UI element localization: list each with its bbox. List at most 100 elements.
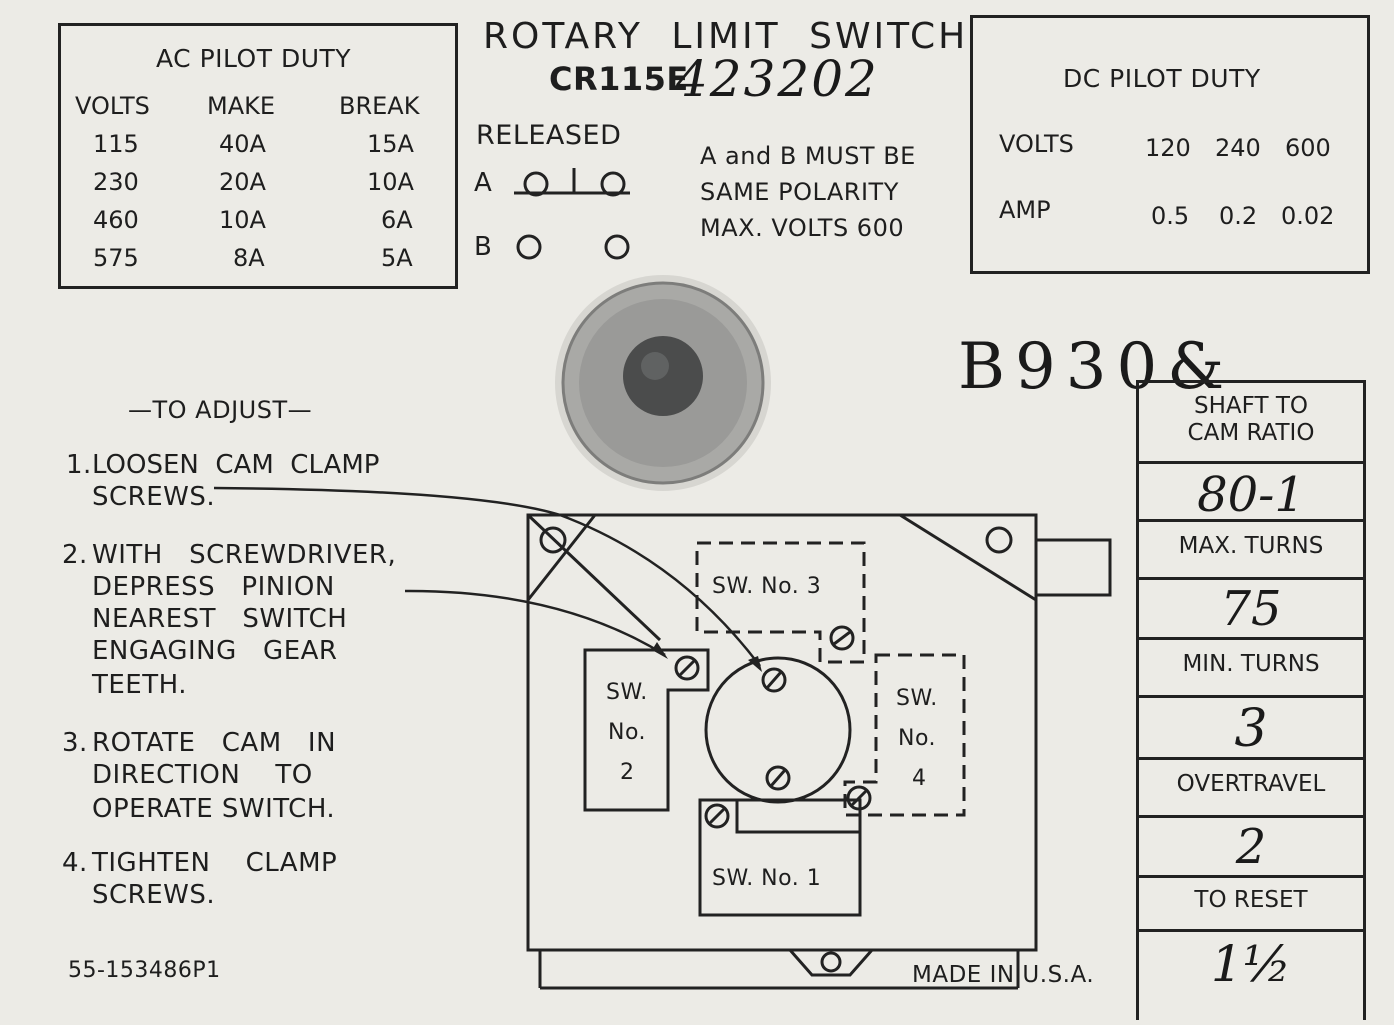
switch-2-label: 2 xyxy=(620,760,635,785)
dc-amp-value: 0.5 xyxy=(1151,202,1190,230)
dc-amp-label: AMP xyxy=(999,196,1051,224)
screw-icon xyxy=(829,625,855,651)
switch-1-label: SW. No. 1 xyxy=(712,866,822,891)
ac-row-volts: 230 xyxy=(93,168,139,196)
step-number: 1. xyxy=(66,450,92,480)
screw-icon xyxy=(674,655,700,681)
to-reset-label: TO RESET xyxy=(1194,887,1308,913)
step-line: NEAREST SWITCH xyxy=(92,604,348,634)
polarity-note-line: A and B MUST BE xyxy=(700,142,916,170)
leader-lines xyxy=(213,486,761,667)
switch-body xyxy=(526,513,1112,990)
ac-row-make: 10A xyxy=(219,206,266,234)
cam xyxy=(704,656,852,804)
released-label: RELEASED xyxy=(476,120,622,151)
step-line: DEPRESS PINION xyxy=(92,572,335,602)
ac-row-break: 5A xyxy=(381,244,413,272)
step-line: LOOSEN CAM CLAMP xyxy=(92,450,400,480)
divider xyxy=(1139,875,1363,878)
divider xyxy=(1139,577,1363,580)
ratio-label-line: CAM RATIO xyxy=(1187,420,1315,446)
switch-2-label: SW. xyxy=(606,680,648,705)
handwritten-code: B930& xyxy=(958,330,1235,404)
dc-volts-value: 600 xyxy=(1285,134,1331,162)
ac-row-make: 20A xyxy=(219,168,266,196)
ac-row-make: 40A xyxy=(219,130,266,158)
step-line: SCREWS. xyxy=(92,880,216,910)
dc-volts-label: VOLTS xyxy=(999,130,1074,158)
switch-4-label: No. xyxy=(898,726,937,751)
ratio-table: SHAFT TO CAM RATIO 80-1 MAX. TURNS 75 MI… xyxy=(1136,380,1366,1020)
step-number: 2. xyxy=(62,540,88,570)
switch-3-label: SW. No. 3 xyxy=(712,574,822,599)
switch-2-outline xyxy=(583,648,710,812)
min-turns-label: MIN. TURNS xyxy=(1182,651,1320,677)
step-line: ENGAGING GEAR xyxy=(92,636,338,666)
ac-row-break: 10A xyxy=(367,168,414,196)
switch-4-label: 4 xyxy=(912,766,927,791)
switch-3-outline xyxy=(695,541,866,664)
shaft-knob xyxy=(555,275,771,491)
cam-clamp-screw-icon xyxy=(761,667,787,693)
model-handwritten: 423202 xyxy=(676,50,879,108)
divider xyxy=(1139,757,1363,760)
adjust-title: —TO ADJUST— xyxy=(128,396,313,424)
step-line: TIGHTEN CLAMP xyxy=(92,848,338,878)
dc-volts-value: 240 xyxy=(1215,134,1261,162)
step-line: WITH SCREWDRIVER, xyxy=(92,540,397,570)
ac-pilot-duty-table: AC PILOT DUTY VOLTS MAKE BREAK 115 40A 1… xyxy=(58,23,458,289)
divider xyxy=(1139,695,1363,698)
ac-row-volts: 460 xyxy=(93,206,139,234)
divider xyxy=(1139,461,1363,464)
overtravel-value: 2 xyxy=(1235,819,1267,875)
divider xyxy=(1139,929,1363,932)
contact-b-label: B xyxy=(474,232,493,262)
ratio-label-line: SHAFT TO xyxy=(1194,393,1308,419)
divider xyxy=(1139,815,1363,818)
released-contact-symbol xyxy=(514,168,630,260)
step-text: LOOSEN CAM CLAMP xyxy=(92,450,380,480)
step-line: SCREWS. xyxy=(92,482,216,512)
overtravel-label: OVERTRAVEL xyxy=(1176,771,1326,797)
arrow-icon xyxy=(652,642,668,659)
ac-header-volts: VOLTS xyxy=(75,92,150,120)
dc-amp-value: 0.02 xyxy=(1281,202,1335,230)
ac-row-break: 15A xyxy=(367,130,414,158)
made-in-label: MADE IN U.S.A. xyxy=(912,962,1095,988)
max-turns-label: MAX. TURNS xyxy=(1178,533,1324,559)
part-number: 55-153486P1 xyxy=(68,958,221,983)
ac-row-break: 6A xyxy=(381,206,413,234)
ratio-value: 80-1 xyxy=(1197,467,1305,523)
switch-2-label: No. xyxy=(608,720,647,745)
dc-volts-value: 120 xyxy=(1145,134,1191,162)
divider xyxy=(1139,637,1363,640)
polarity-note-line: MAX. VOLTS 600 xyxy=(700,214,905,242)
screw-icon xyxy=(704,803,730,829)
ac-row-make: 8A xyxy=(233,244,265,272)
ac-header-break: BREAK xyxy=(339,92,420,120)
switch-4-outline xyxy=(843,653,966,817)
ac-header-make: MAKE xyxy=(207,92,276,120)
switch-4-label: SW. xyxy=(896,686,938,711)
contact-a-label: A xyxy=(474,168,493,198)
max-turns-value: 75 xyxy=(1220,581,1282,637)
ratio-label: SHAFT TO CAM RATIO xyxy=(1139,393,1363,447)
ac-row-volts: 115 xyxy=(93,130,139,158)
ac-row-volts: 575 xyxy=(93,244,139,272)
title: ROTARY LIMIT SWITCH xyxy=(483,16,969,57)
dc-pilot-duty-table: DC PILOT DUTY VOLTS 120 240 600 AMP 0.5 … xyxy=(970,15,1370,274)
divider xyxy=(1139,519,1363,522)
dc-table-title: DC PILOT DUTY xyxy=(1063,64,1261,93)
arrow-icon xyxy=(748,656,762,672)
polarity-note-line: SAME POLARITY xyxy=(700,178,899,206)
step-line: TEETH. xyxy=(92,670,187,700)
step-line: OPERATE SWITCH. xyxy=(92,794,336,824)
step-number: 4. xyxy=(62,848,88,878)
ac-table-title: AC PILOT DUTY xyxy=(156,44,352,73)
to-reset-value: 1½ xyxy=(1210,935,1292,993)
min-turns-value: 3 xyxy=(1234,699,1268,759)
cam-clamp-screw-icon xyxy=(765,765,791,791)
step-line: DIRECTION TO xyxy=(92,760,313,790)
switch-1-outline xyxy=(698,798,862,917)
